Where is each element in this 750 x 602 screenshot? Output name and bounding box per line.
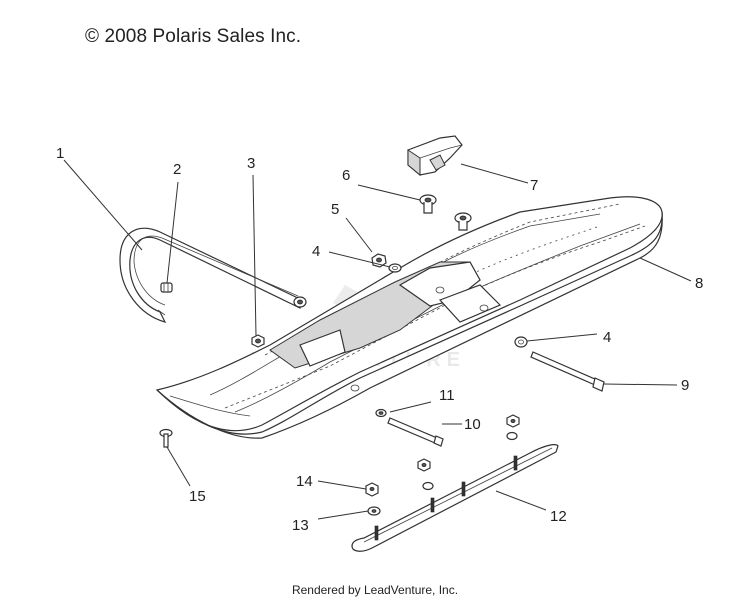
callout-15: 15 xyxy=(189,488,206,505)
handle-bushing[interactable] xyxy=(160,282,173,293)
callout-2: 2 xyxy=(173,161,181,178)
washer-part-4a[interactable] xyxy=(388,263,402,273)
callout-9: 9 xyxy=(681,377,689,394)
spindle-bolt[interactable] xyxy=(530,351,605,392)
callout-13: 13 xyxy=(292,517,309,534)
washer-part-4b[interactable] xyxy=(514,336,528,348)
nut-part-5[interactable] xyxy=(371,253,387,268)
callout-6: 6 xyxy=(342,167,350,184)
callout-numbers: 1 2 3 4 4 6 5 7 8 9 10 11 12 13 14 15 xyxy=(56,145,703,534)
washer-part-11[interactable] xyxy=(375,408,387,418)
callout-14: 14 xyxy=(296,473,313,490)
ski-handle[interactable] xyxy=(119,227,307,323)
carbide-runner[interactable] xyxy=(351,444,559,552)
spindle-bushing-6[interactable] xyxy=(419,194,437,214)
runner-nut-b[interactable] xyxy=(417,458,431,472)
wear-bar-cover[interactable] xyxy=(407,135,463,177)
nut-part-3[interactable] xyxy=(251,334,265,348)
ski-body[interactable] xyxy=(155,196,663,439)
runner-bolt[interactable] xyxy=(387,417,444,447)
callout-4a: 4 xyxy=(312,243,320,260)
spindle-bushing-6b[interactable] xyxy=(454,212,472,231)
runner-nut-a[interactable] xyxy=(506,414,520,428)
callout-7: 7 xyxy=(530,177,538,194)
carriage-bolt[interactable] xyxy=(159,428,173,448)
callout-8: 8 xyxy=(695,275,703,292)
callout-4b: 4 xyxy=(603,329,611,346)
nut-part-14[interactable] xyxy=(365,482,379,497)
callout-3: 3 xyxy=(247,155,255,172)
callout-11: 11 xyxy=(439,387,455,404)
leader-lines xyxy=(63,159,692,520)
footer-credit: Rendered by LeadVenture, Inc. xyxy=(291,583,459,597)
callout-1: 1 xyxy=(56,145,64,162)
runner-washer-a[interactable] xyxy=(506,431,518,441)
callout-10: 10 xyxy=(464,416,481,433)
callout-5: 5 xyxy=(331,201,339,218)
callout-12: 12 xyxy=(550,508,567,525)
washer-part-13[interactable] xyxy=(367,506,381,516)
copyright-text: © 2008 Polaris Sales Inc. xyxy=(85,26,302,47)
runner-washer-b[interactable] xyxy=(422,481,434,491)
